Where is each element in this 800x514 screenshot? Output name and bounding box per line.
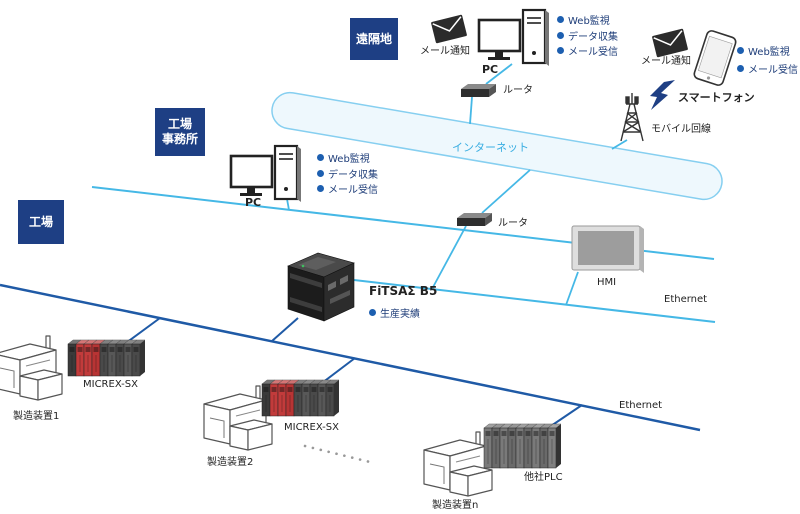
bullet-dot: [557, 47, 564, 55]
plc-label-1: MICREX-SX: [83, 379, 138, 390]
factory-building-icon: [203, 385, 273, 451]
router-icon: [457, 213, 492, 226]
bullet-dot: [557, 31, 564, 39]
mobile-antenna-icon: [620, 93, 644, 142]
smartphone-icon: [693, 30, 737, 86]
machine-label-2: 製造装置2: [207, 457, 254, 468]
internet-cloud: [271, 91, 723, 201]
ellipsis-dots: [303, 444, 376, 465]
hmi-label: HMI: [597, 277, 617, 288]
lightning-icon: [650, 80, 675, 110]
remote-router-label: ルータ: [503, 85, 533, 96]
machine2-control-link: [321, 357, 356, 384]
machine-label-n: 製造装置n: [432, 500, 479, 511]
fitsa-control-link: [271, 317, 299, 342]
factory-office-text-line1: 工場: [167, 117, 192, 131]
feature-item: データ収集: [317, 166, 378, 182]
hmi-panel-icon: [571, 225, 644, 273]
desktop-pc-icon: [477, 8, 551, 68]
machine1-control-link: [125, 317, 161, 344]
factory-office-text-line2: 事務所: [161, 132, 198, 146]
office-pc-features: Web監視 データ収集 メール受信: [317, 150, 378, 197]
smartphone-features: Web監視 メール受信: [737, 41, 798, 77]
factory-label: 工場: [18, 200, 64, 244]
remote-site-label: 遠隔地: [350, 18, 398, 60]
feature-text: Web監視: [748, 46, 790, 58]
feature-text: データ収集: [328, 169, 378, 181]
remote-pc-router-link: [485, 63, 513, 85]
micrex-sx-plc-icon: [261, 379, 340, 417]
micrex-sx-plc-icon: [67, 339, 146, 377]
bullet-dot: [369, 309, 376, 317]
factory-text: 工場: [28, 214, 53, 229]
control-network-label: Ethernet: [619, 400, 663, 411]
internet-label: インターネット: [452, 141, 529, 154]
feature-item: データ収集: [557, 28, 618, 44]
hmi-network-link: [565, 271, 579, 306]
feature-item: Web監視: [737, 41, 798, 59]
feature-item: メール受信: [317, 181, 378, 197]
remote-router-internet-link: [469, 96, 473, 125]
controller-features: 生産実績: [369, 305, 420, 321]
remote-site-text: 遠隔地: [355, 31, 392, 46]
remote-pc-features: Web監視 データ収集 メール受信: [557, 12, 618, 59]
feature-item: 生産実績: [369, 305, 420, 321]
bullet-dot: [737, 64, 744, 72]
office-pc-label: PC: [245, 196, 262, 209]
factory-router-label: ルータ: [498, 218, 528, 229]
bullet-dot: [737, 46, 744, 54]
feature-text: メール受信: [568, 47, 618, 59]
bullet-dot: [317, 154, 324, 162]
controller-label: FiTSAΣ B5: [369, 284, 438, 298]
envelope-icon: [430, 13, 468, 45]
feature-text: メール受信: [748, 64, 798, 76]
feature-text: データ収集: [568, 31, 618, 43]
mobile-line-label: モバイル回線: [651, 124, 711, 135]
info-network-label: Ethernet: [664, 294, 708, 305]
factory-building-icon: [0, 335, 63, 401]
feature-item: メール受信: [737, 59, 798, 77]
office-pc-network-link: [286, 198, 290, 211]
machine-label-1: 製造装置1: [13, 411, 60, 422]
bullet-dot: [317, 169, 324, 177]
plc-label-n: 他社PLC: [524, 472, 563, 483]
bullet-dot: [557, 16, 564, 24]
router-icon: [461, 84, 496, 97]
smartphone-label: スマートフォン: [678, 91, 755, 104]
fitsa-controller-icon: [287, 252, 355, 322]
feature-item: Web監視: [317, 150, 378, 166]
control-network-line: [0, 283, 701, 432]
envelope-icon: [651, 27, 689, 59]
remote-mail-label: メール通知: [420, 46, 470, 57]
factory-info-network-line: [353, 279, 716, 323]
smartphone-mail-label: メール通知: [641, 56, 691, 67]
feature-text: Web監視: [568, 16, 610, 28]
factory-building-icon: [423, 431, 493, 497]
remote-pc-label: PC: [482, 63, 499, 76]
feature-item: メール受信: [557, 43, 618, 59]
bullet-dot: [317, 185, 324, 193]
factory-office-label: 工場 事務所: [155, 108, 205, 156]
desktop-pc-icon: [229, 144, 303, 204]
plc-label-2: MICREX-SX: [284, 422, 339, 433]
factory-router-network-link: [431, 225, 467, 290]
feature-text: Web監視: [328, 154, 370, 166]
other-plc-icon: [483, 423, 562, 469]
feature-text: メール受信: [328, 185, 378, 197]
feature-item: Web監視: [557, 12, 618, 28]
feature-text: 生産実績: [380, 309, 420, 321]
internet-factory-router-link: [481, 169, 531, 214]
tower-internet-link: [611, 139, 628, 150]
